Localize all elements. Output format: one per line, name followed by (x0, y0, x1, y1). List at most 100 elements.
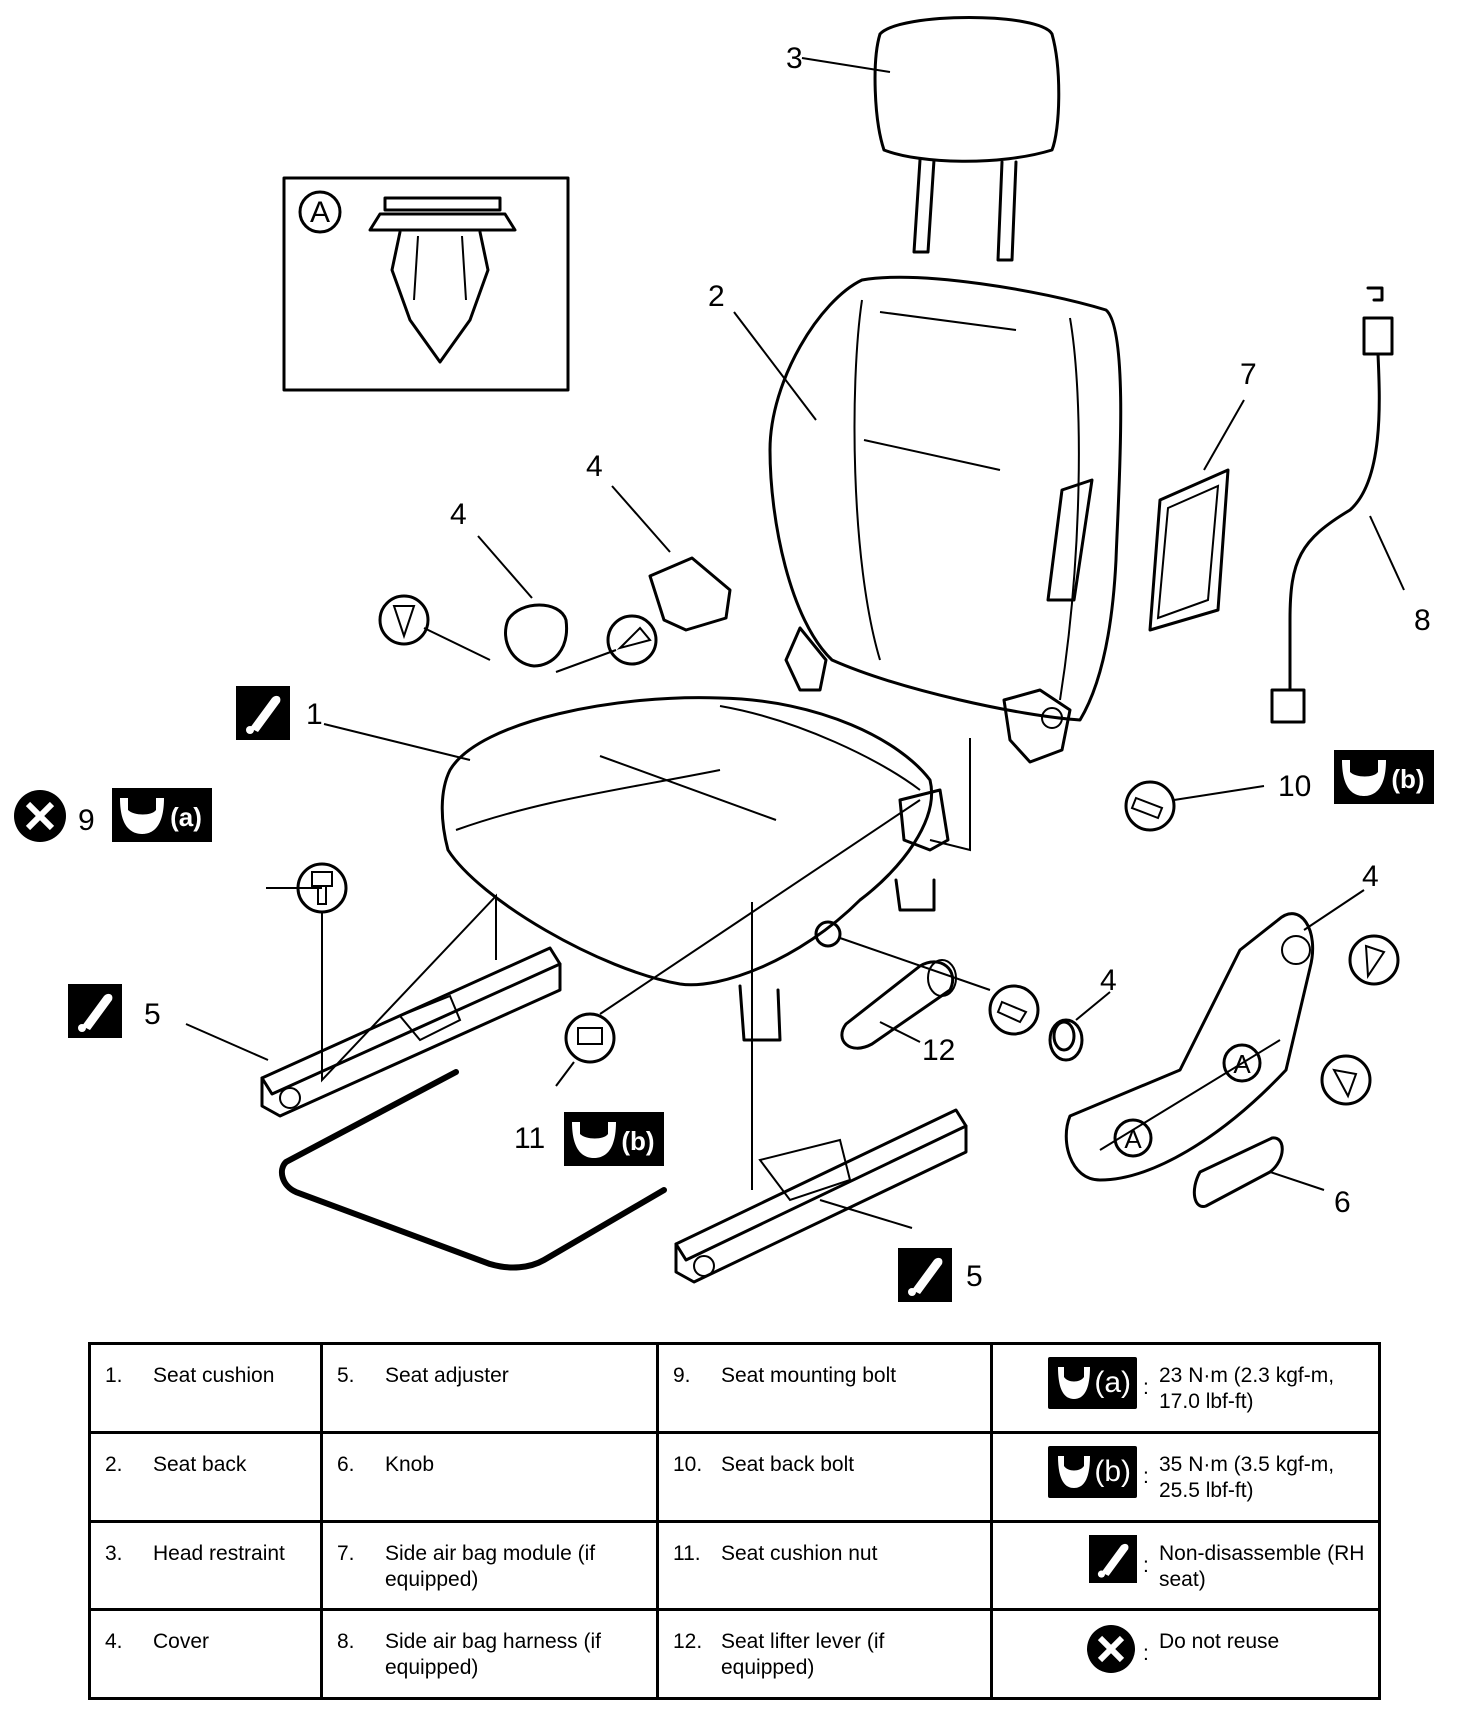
legend-item-label: Cover (153, 1630, 210, 1654)
torque-wrench-a-icon: (a) (112, 788, 212, 842)
legend-item-label: Seat mounting bolt (721, 1364, 897, 1387)
non-disassemble-icon-2 (68, 984, 122, 1038)
non-disassemble-icon (1007, 1534, 1143, 1583)
callout-6: 6 (1334, 1186, 1351, 1219)
legend-cell: 1. Seat cushion (88, 1342, 323, 1434)
legend-cell: 8.Side air bag harness (if equipped) (320, 1608, 659, 1700)
callout-4-left: 4 (450, 498, 467, 531)
legend-row: 4. Cover 8.Side air bag harness (if equipp… (88, 1608, 1381, 1700)
legend-key-value: 35 N·m (3.5 kgf-m, 25.5 lbf-ft) (1159, 1452, 1335, 1502)
seat-back-bolt-icon (1124, 780, 1176, 832)
non-disassemble-icon-1 (236, 686, 290, 740)
callout-4-right: 4 (1362, 860, 1379, 893)
torque-wrench-b-icon-nut: (b) (564, 1112, 664, 1166)
legend-item-label: Side air bag module (if equipped) (385, 1541, 596, 1591)
inset-letter: A (310, 196, 330, 229)
leader-lines (185, 57, 1405, 1229)
svg-text:A: A (1124, 1124, 1142, 1154)
cover-parts: A A (504, 556, 1315, 1182)
legend-item-number: 8. (337, 1630, 355, 1654)
callout-9: 9 (78, 804, 95, 837)
legend-key-cell: (b):35 N·m (3.5 kgf-m, 25.5 lbf-ft) (990, 1430, 1381, 1523)
legend-table: 1. Seat cushion 5. Seat adjuster 9. Seat moun… (88, 1342, 1381, 1700)
head-restraint (873, 16, 1061, 262)
cover-screw-icon-3 (1348, 934, 1400, 986)
callout-4-top: 4 (586, 450, 603, 483)
legend-cell: 11.Seat cushion nut (656, 1519, 993, 1612)
legend-item-number: 6. (337, 1452, 355, 1476)
callout-8: 8 (1414, 604, 1431, 637)
cover-screw-icon-4 (1320, 1054, 1372, 1106)
legend-key-colon: : (1143, 1553, 1149, 1577)
legend-row: 2. Seat back 6. Knob 10. Seat back bolt (b):35… (88, 1430, 1381, 1523)
legend-item-label: Seat cushion (153, 1364, 275, 1387)
legend-row: 1. Seat cushion 5. Seat adjuster 9. Seat moun… (88, 1342, 1381, 1434)
legend-key-colon: : (1143, 1642, 1149, 1666)
legend-item-number: 5. (337, 1364, 355, 1387)
svg-text:(b): (b) (621, 1126, 654, 1156)
seat-exploded-diagram: A (14, 16, 1434, 1302)
legend-item-number: 2. (105, 1452, 123, 1476)
seat-back (768, 275, 1123, 764)
legend-cell: 2. Seat back (88, 1430, 323, 1523)
legend-item-number: 12. (673, 1630, 703, 1654)
legend-cell: 10. Seat back bolt (656, 1430, 993, 1523)
callout-10: 10 (1278, 770, 1311, 803)
legend-item-label: Seat back (153, 1452, 247, 1476)
lever-screw-icon (988, 984, 1040, 1036)
cover-screw-icon-2 (606, 614, 658, 666)
callout-1: 1 (306, 698, 323, 731)
seat-adjuster-right (674, 1108, 968, 1284)
torque-wrench-b-icon-bolt: (b) (1334, 750, 1434, 804)
callout-7: 7 (1240, 358, 1257, 391)
callout-11: 11 (514, 1122, 545, 1155)
legend-key-value: Do not reuse (1159, 1630, 1280, 1654)
legend-key-colon: : (1143, 1376, 1149, 1399)
svg-text:A: A (1233, 1049, 1251, 1079)
callout-4-washer: 4 (1100, 964, 1117, 997)
legend-row: 3.Head restraint 7. Side air bag module (i… (88, 1519, 1381, 1612)
legend-item-number: 3. (105, 1541, 123, 1565)
legend-item-number: 4. (105, 1630, 123, 1654)
legend-item-label: Seat back bolt (721, 1452, 855, 1476)
legend-cell: 3.Head restraint (88, 1519, 323, 1612)
svg-text:(b): (b) (1391, 764, 1424, 794)
wire-frame (278, 1069, 667, 1271)
callout-2: 2 (708, 280, 725, 313)
washer-icon (1048, 1018, 1084, 1062)
legend-key-cell: : Do not reuse (990, 1608, 1381, 1700)
seat-lifter-lever (814, 920, 991, 1050)
legend-cell: 4. Cover (88, 1608, 323, 1700)
legend-cell: 5. Seat adjuster (320, 1342, 659, 1434)
legend-cell: 6. Knob (320, 1430, 659, 1523)
seat-cushion-nut-icon (564, 1012, 616, 1064)
legend-item-number: 10. (673, 1452, 703, 1476)
callout-3: 3 (786, 42, 803, 75)
legend-item-number: 1. (105, 1364, 123, 1387)
legend-item-label: Knob (385, 1452, 435, 1476)
legend-item-number: 9. (673, 1364, 691, 1387)
svg-text:(a): (a) (170, 802, 202, 832)
legend-item-number: 7. (337, 1541, 355, 1565)
legend-key-colon: : (1143, 1464, 1149, 1488)
seat-cushion (440, 696, 950, 1042)
seat-adjuster-left (260, 946, 562, 1118)
legend-key-value: 23 N·m (2.3 kgf-m, 17.0 lbf-ft) (1159, 1364, 1335, 1413)
side-airbag-module (1148, 468, 1230, 632)
cover-screw-icon-1 (378, 594, 430, 646)
legend-cell: 12.Seat lifter lever (if equipped) (656, 1608, 993, 1700)
callout-5-right: 5 (966, 1260, 983, 1293)
callout-5-left: 5 (144, 998, 161, 1031)
do-not-reuse-icon (14, 790, 66, 842)
inset-clip-detail: A (282, 176, 570, 392)
do-not-reuse-icon (1007, 1623, 1143, 1675)
callout-12: 12 (922, 1034, 955, 1067)
torque-wrench-a-icon: (a) (1007, 1357, 1143, 1409)
legend-key-cell: (a):23 N·m (2.3 kgf-m, 17.0 lbf-ft) (990, 1342, 1381, 1434)
legend-cell: 9. Seat mounting bolt (656, 1342, 993, 1434)
side-airbag-harness (1270, 286, 1394, 724)
knob (1192, 1136, 1284, 1208)
non-disassemble-icon-3 (898, 1248, 952, 1302)
legend-item-label: Seat cushion nut (721, 1541, 878, 1565)
legend-item-label: Seat adjuster (385, 1364, 509, 1387)
